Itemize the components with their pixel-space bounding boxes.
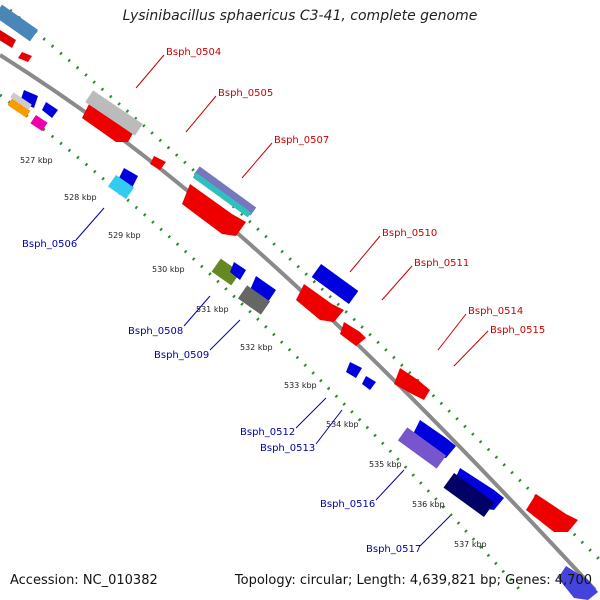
gene-block xyxy=(0,4,39,42)
gene-block xyxy=(7,98,31,118)
gene-arrow xyxy=(230,262,246,280)
gene-label: Bsph_0515 xyxy=(490,325,545,336)
gene-block xyxy=(30,114,48,132)
kbp-tick-label: 536 kbp xyxy=(412,500,445,509)
gene-labels: Bsph_0504 Bsph_0505 Bsph_0507 Bsph_0510 … xyxy=(22,47,545,555)
gene-arrow xyxy=(394,368,430,400)
gene-label: Bsph_0505 xyxy=(218,88,273,99)
gene-arrow xyxy=(526,494,578,532)
gene-arrow xyxy=(340,322,366,346)
gene-block xyxy=(107,174,135,200)
gene-block xyxy=(397,427,447,469)
gene-label: Bsph_0509 xyxy=(154,350,209,361)
gene-block xyxy=(443,473,495,517)
kbp-tick-label: 530 kbp xyxy=(152,265,185,274)
gene-arrow xyxy=(452,468,504,510)
gene-block xyxy=(211,258,241,286)
kbp-tick-label: 531 kbp xyxy=(196,305,229,314)
gene-block xyxy=(311,264,359,304)
accession-label: Accession: NC_010382 xyxy=(10,573,158,588)
kbp-tick-label: 527 kbp xyxy=(20,156,53,165)
gene-label: Bsph_0514 xyxy=(468,306,523,317)
kbp-tick-label: 537 kbp xyxy=(454,540,487,549)
gene-arrow xyxy=(412,420,456,458)
kbp-tick-label: 535 kbp xyxy=(369,460,402,469)
reverse-features xyxy=(0,4,598,600)
gene-arrow xyxy=(182,184,246,236)
gene-block xyxy=(192,172,252,218)
kbp-tick-label: 529 kbp xyxy=(108,231,141,240)
kbp-tick-label: 528 kbp xyxy=(64,193,97,202)
forward-features xyxy=(0,30,578,532)
gene-arrow xyxy=(296,284,344,322)
kbp-tick-label: 532 kbp xyxy=(240,343,273,352)
gene-label: Bsph_0512 xyxy=(240,427,295,438)
gene-arrow xyxy=(150,156,166,170)
gene-label: Bsph_0510 xyxy=(382,228,437,239)
gene-label: Bsph_0506 xyxy=(22,239,77,250)
gene-arrow xyxy=(558,566,598,600)
gene-block xyxy=(10,92,32,110)
gene-label: Bsph_0516 xyxy=(320,499,375,510)
gene-label: Bsph_0513 xyxy=(260,443,315,454)
gene-block xyxy=(85,90,143,136)
gene-arrow xyxy=(250,276,276,302)
gene-arrow xyxy=(18,52,32,62)
gene-block xyxy=(237,285,271,315)
gene-arrow xyxy=(346,362,362,378)
gene-arrow xyxy=(362,376,376,390)
gene-label: Bsph_0507 xyxy=(274,135,329,146)
kbp-tick-label: 534 kbp xyxy=(326,420,359,429)
gene-label: Bsph_0508 xyxy=(128,326,183,337)
gene-arrow xyxy=(82,102,136,142)
topology-label: Topology: circular; Length: 4,639,821 bp… xyxy=(234,573,592,588)
gene-arrow xyxy=(0,30,16,48)
kbp-ticks: 527 kbp 528 kbp 529 kbp 530 kbp 531 kbp 532 k… xyxy=(20,156,487,549)
outer-dotted-track xyxy=(9,8,600,562)
kbp-tick-label: 533 kbp xyxy=(284,381,317,390)
callout-lines xyxy=(75,54,489,547)
gene-label: Bsph_0504 xyxy=(166,47,221,58)
gene-arrow xyxy=(118,168,138,188)
gene-label: Bsph_0517 xyxy=(366,544,421,555)
gene-arrow xyxy=(42,102,58,118)
map-title: Lysinibacillus sphaericus C3-41, complet… xyxy=(122,8,478,24)
genome-backbone xyxy=(0,53,597,592)
gene-label: Bsph_0511 xyxy=(414,258,469,269)
gene-block xyxy=(193,166,257,216)
